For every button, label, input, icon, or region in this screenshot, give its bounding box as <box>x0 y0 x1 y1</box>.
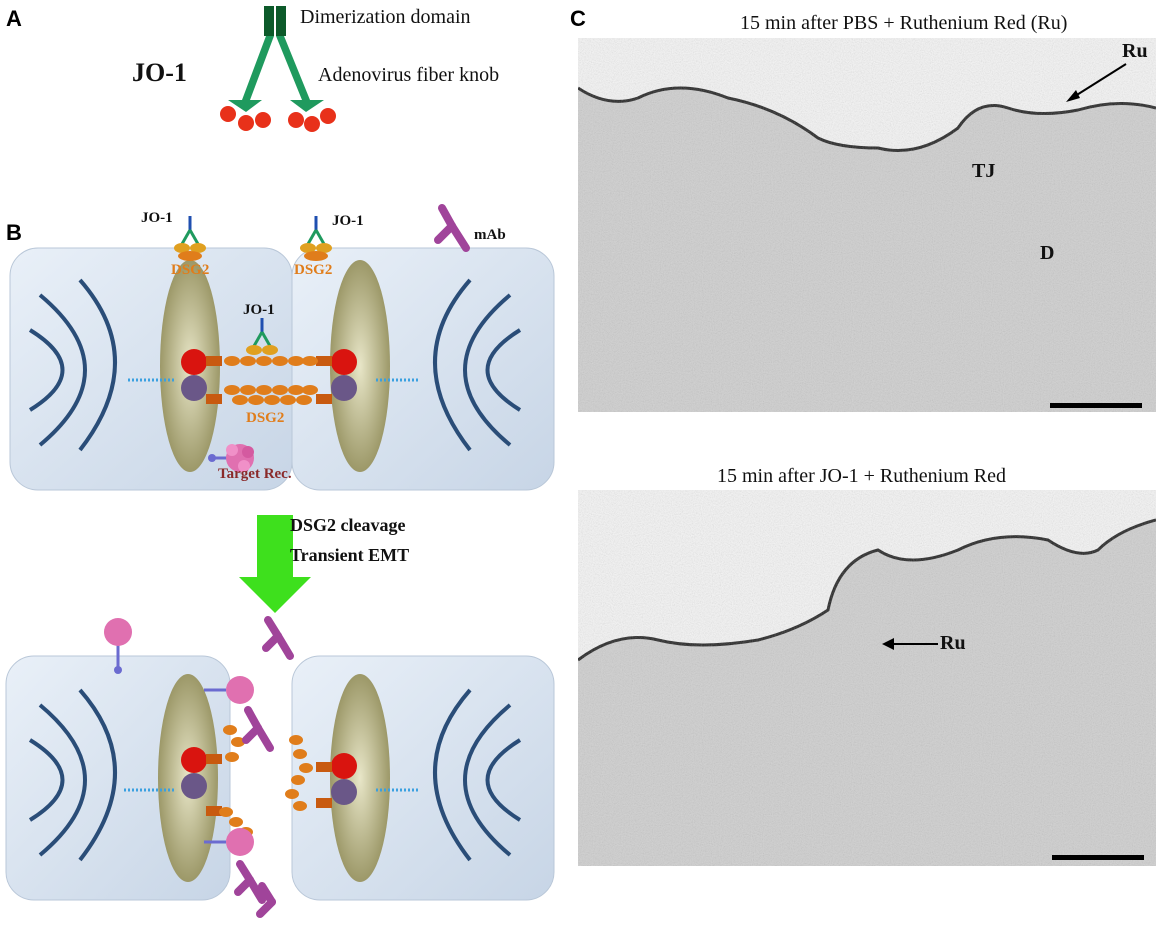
junction-intact-diagram <box>9 204 555 491</box>
arrow-text-cleavage: DSG2 cleavage <box>290 515 406 535</box>
knob-right-1 <box>288 112 304 128</box>
mab-label: mAb <box>474 227 506 243</box>
dsg2-middle-label: DSG2 <box>246 410 285 426</box>
filament-arc-right-2 <box>485 328 522 412</box>
em-top-title: 15 min after PBS + Ruthenium Red (Ru) <box>740 12 1068 34</box>
panel-b-letter: B <box>6 220 22 245</box>
knob-left-1 <box>220 106 236 122</box>
em-micrograph-top <box>578 38 1156 412</box>
dsg2-chain-bottom <box>224 385 318 405</box>
panel-a-letter: A <box>6 6 22 31</box>
em-top-scalebar <box>1050 403 1142 408</box>
em-micrograph-bottom <box>578 490 1156 866</box>
plaque-red-left <box>181 349 207 375</box>
mab-icon <box>434 204 470 252</box>
fiber-knob-label: Adenovirus fiber knob <box>318 64 500 86</box>
dsg2-left-label: DSG2 <box>171 262 210 278</box>
dsg2-chain-top <box>224 356 318 366</box>
em-top-ru-arrow <box>1066 63 1127 102</box>
filament-arc-left-2 <box>28 328 65 412</box>
jo1-middle-label: JO-1 <box>243 302 275 318</box>
nucleus-right-cleaved <box>330 674 390 882</box>
target-receptor-label: Target Rec. <box>218 466 292 482</box>
em-bottom-ru-arrow <box>882 638 938 650</box>
dimerization-domain-label: Dimerization domain <box>300 6 471 28</box>
knob-left-2 <box>238 115 254 131</box>
dsg2-anchor-left-2 <box>206 394 222 404</box>
mab-group <box>234 616 294 918</box>
junction-cleaved-diagram <box>5 616 555 918</box>
dsg2-anchor-right-1 <box>316 356 332 366</box>
filament-arc-left-3 <box>38 293 87 447</box>
target-receptors-released <box>104 618 254 856</box>
nucleus-right <box>330 260 390 472</box>
plaque-red-right <box>331 349 357 375</box>
em-bottom-scalebar <box>1052 855 1144 860</box>
dimerization-domain-right <box>276 6 286 36</box>
transition-arrow <box>239 515 311 613</box>
dsg2-anchor-right-2 <box>316 394 332 404</box>
filament-arc-left-1 <box>78 278 117 452</box>
dsg2-anchor-left-1 <box>206 356 222 366</box>
knob-left-3 <box>255 112 271 128</box>
arrow-text-emt: Transient EMT <box>290 545 410 565</box>
jo1-title: JO-1 <box>132 58 187 87</box>
dsg2-right-label: DSG2 <box>294 262 333 278</box>
fiber-shaft-right <box>276 36 310 100</box>
jo1-molecule-diagram <box>220 6 336 132</box>
fiber-knob-base-left <box>228 100 262 112</box>
em-bottom-ru-label: Ru <box>940 632 966 654</box>
dsg2-fragments-right <box>285 735 313 811</box>
em-bottom-title: 15 min after JO-1 + Ruthenium Red <box>717 465 1007 487</box>
em-top-ru-label: Ru <box>1122 40 1148 62</box>
em-top-d-label: D <box>1040 242 1055 264</box>
panel-c-letter: C <box>570 6 586 31</box>
knob-right-2 <box>304 116 320 132</box>
fiber-shaft-left <box>242 36 274 100</box>
jo1-top-right <box>300 216 332 261</box>
dimerization-domain-left <box>264 6 274 36</box>
plaque-purple-right <box>331 375 357 401</box>
jo1-bound-middle <box>246 318 278 355</box>
jo1-left-label: JO-1 <box>141 210 173 226</box>
fiber-knob-base-right <box>290 100 324 112</box>
plaque-purple-left <box>181 375 207 401</box>
em-top-tj-label: TJ <box>972 160 996 182</box>
target-receptor-icon <box>208 444 254 472</box>
filament-arc-right-3 <box>463 293 512 447</box>
knob-right-3 <box>320 108 336 124</box>
filament-arc-right-1 <box>433 278 472 452</box>
jo1-top-left <box>174 216 206 261</box>
jo1-right-label: JO-1 <box>332 213 364 229</box>
